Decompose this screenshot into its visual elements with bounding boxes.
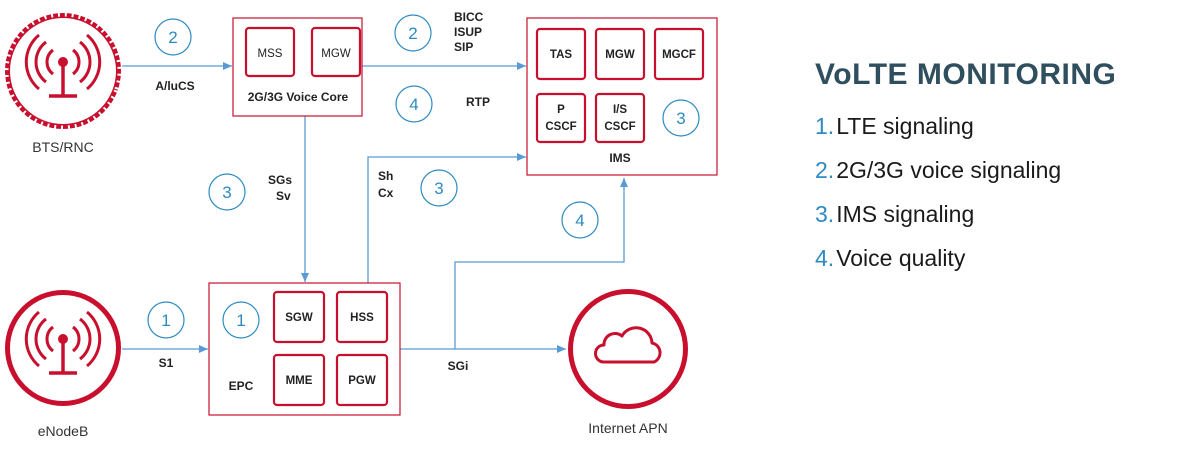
badge-rtp: 4	[395, 85, 433, 123]
interface-rtp: RTP	[466, 95, 490, 109]
mgw-label: MGW	[321, 48, 351, 60]
badge-aiucs: 2	[154, 18, 192, 56]
mss-label: MSS	[258, 48, 283, 60]
legend-text: Voice quality	[836, 245, 966, 271]
badge-shcx: 3	[420, 169, 458, 207]
hss-box	[335, 290, 389, 344]
voice-core-title: 2G/3G Voice Core	[248, 90, 349, 104]
legend: VoLTE MONITORING 1.LTE signaling 2.2G/3G…	[815, 58, 1116, 280]
network-diagram: BTS/RNC eNodeB Internet APN MSS MGW 2G/3…	[1, 9, 718, 439]
cloud-icon	[594, 326, 662, 364]
legend-text: IMS signaling	[836, 201, 975, 227]
legend-number: 4.	[815, 245, 835, 271]
legend-number: 1.	[815, 113, 835, 139]
badge-epc: 1	[222, 301, 260, 339]
sgw-label: SGW	[285, 312, 313, 324]
epc-box: SGW HSS MME PGW EPC	[208, 282, 401, 416]
pgw-box	[335, 353, 389, 407]
svg-text:3: 3	[434, 179, 443, 198]
interface-sip: SIP	[454, 40, 473, 54]
p-cscf-label-1: P	[557, 104, 565, 116]
interface-sh: Sh	[378, 169, 393, 183]
mme-box	[272, 353, 326, 407]
enodeb-label: eNodeB	[38, 423, 89, 439]
svg-text:1: 1	[236, 311, 245, 330]
svg-text:3: 3	[676, 109, 685, 128]
badge-voice-quality: 4	[561, 201, 599, 239]
mgcf-label: MGCF	[662, 49, 696, 61]
enodeb-node	[5, 290, 121, 406]
badge-sgs: 3	[208, 173, 246, 211]
internet-apn-label: Internet APN	[588, 420, 667, 436]
ims-mgw-box	[594, 27, 646, 81]
mss-box	[244, 26, 296, 78]
mme-label: MME	[286, 375, 313, 387]
legend-item: 2.2G/3G voice signaling	[815, 148, 1116, 192]
mgw-box	[310, 26, 362, 78]
badge-s1: 1	[147, 301, 185, 339]
interface-sgs: SGs	[268, 173, 292, 187]
legend-list: 1.LTE signaling 2.2G/3G voice signaling …	[815, 104, 1116, 280]
svg-text:1: 1	[161, 311, 170, 330]
bts-rnc-label: BTS/RNC	[32, 139, 93, 155]
svg-text:4: 4	[575, 211, 584, 230]
link-sgi-ims	[454, 178, 628, 349]
interface-s1: S1	[159, 356, 174, 370]
interface-sgi: SGi	[448, 359, 469, 373]
interface-bicc: BICC	[454, 10, 484, 24]
interface-aiucs: A/luCS	[155, 79, 194, 93]
interface-isup: ISUP	[454, 25, 482, 39]
interface-cx: Cx	[378, 186, 394, 200]
badge-ims: 3	[662, 99, 700, 137]
voice-core-box: MSS MGW 2G/3G Voice Core	[232, 17, 363, 117]
svg-text:2: 2	[408, 24, 417, 43]
legend-text: 2G/3G voice signaling	[836, 157, 1062, 183]
tas-box	[535, 27, 587, 81]
bts-rnc-node	[1, 9, 125, 133]
is-cscf-box	[594, 92, 646, 144]
is-cscf-label-2: CSCF	[604, 121, 635, 133]
ims-title: IMS	[609, 151, 630, 165]
p-cscf-box	[535, 92, 587, 144]
svg-text:3: 3	[222, 183, 231, 202]
svg-text:2: 2	[168, 28, 177, 47]
tas-label: TAS	[550, 49, 572, 61]
sgw-box	[272, 290, 326, 344]
legend-item: 3.IMS signaling	[815, 192, 1116, 236]
pgw-label: PGW	[348, 375, 376, 387]
legend-text: LTE signaling	[836, 113, 974, 139]
is-cscf-label-1: I/S	[613, 104, 627, 116]
ims-box: TAS MGW MGCF P CSCF I/S CSCF IMS	[526, 17, 718, 176]
legend-title: VoLTE MONITORING	[815, 58, 1117, 91]
interface-sv: Sv	[276, 189, 291, 203]
badge-bicc: 2	[394, 14, 432, 52]
legend-item: 1.LTE signaling	[815, 104, 1116, 148]
hss-label: HSS	[350, 312, 374, 324]
epc-title: EPC	[229, 379, 254, 393]
mgcf-box	[653, 27, 705, 81]
ims-mgw-label: MGW	[605, 49, 635, 61]
p-cscf-label-2: CSCF	[545, 121, 576, 133]
internet-apn-node	[568, 289, 688, 409]
legend-number: 2.	[815, 157, 835, 183]
legend-number: 3.	[815, 201, 835, 227]
svg-text:4: 4	[409, 95, 418, 114]
legend-item: 4.Voice quality	[815, 236, 1116, 280]
link-epc-ims-shcx	[367, 153, 526, 283]
